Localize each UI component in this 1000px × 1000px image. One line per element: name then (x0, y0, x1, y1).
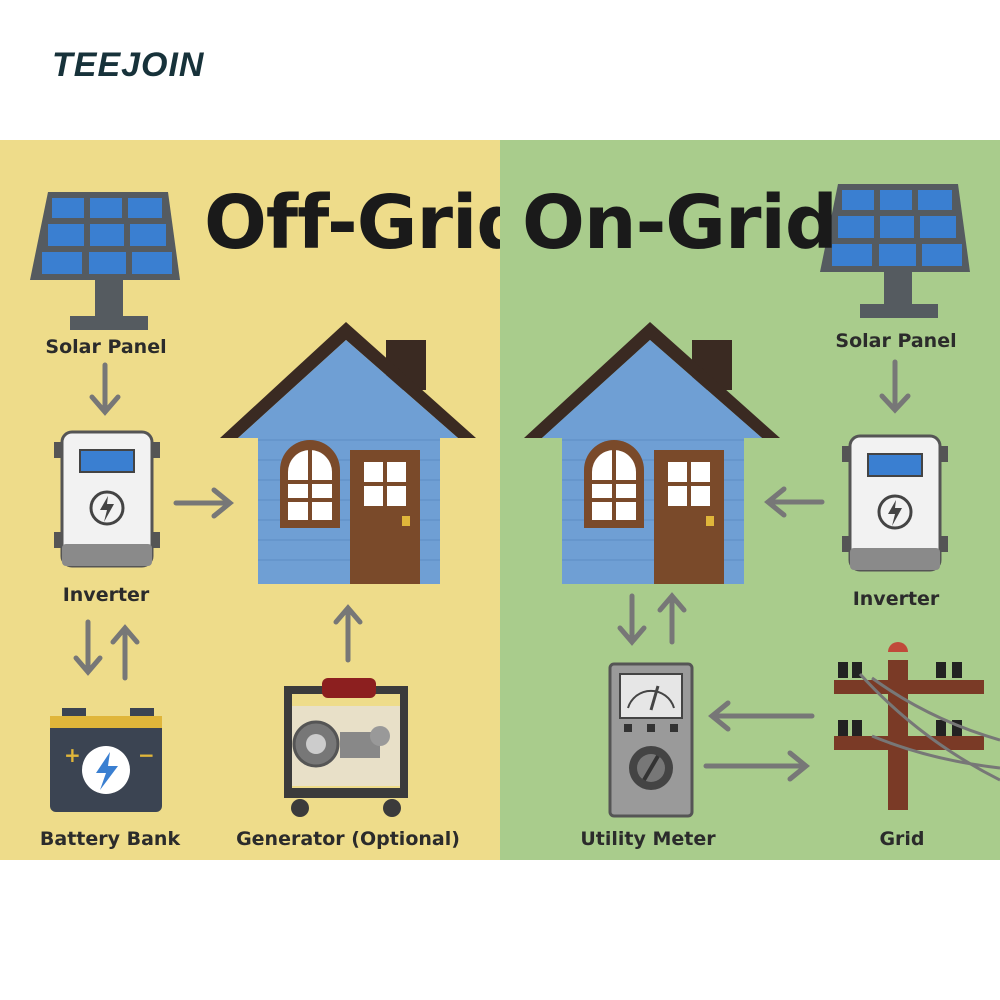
house-icon (524, 322, 780, 584)
grid-comparison-diagram: + − (0, 140, 1000, 860)
label-inverter-on: Inverter (852, 588, 940, 610)
arrow-bidirectional-icon (703, 700, 815, 782)
label-solar-panel-off: Solar Panel (45, 336, 167, 358)
off-grid-panel: + − (0, 140, 529, 860)
off-grid-graphics: + − (30, 192, 476, 817)
arrow-right-icon (173, 487, 234, 519)
utility-meter-icon (608, 662, 694, 818)
battery-icon: + − (50, 708, 162, 812)
svg-text:−: − (138, 743, 155, 767)
grid-pole-icon (834, 642, 1000, 810)
solar-panel-icon (820, 184, 970, 318)
solar-panel-icon (30, 192, 180, 330)
brand-logo: TEEJOIN (52, 44, 222, 84)
logo-text: TEEJOIN (52, 46, 205, 84)
label-generator: Generator (Optional) (236, 828, 460, 850)
label-grid: Grid (879, 828, 925, 850)
on-grid-graphics (524, 184, 1000, 818)
arrow-bidirectional-icon (73, 619, 140, 681)
off-grid-title: Off-Grid (204, 180, 529, 266)
label-utility-meter: Utility Meter (580, 828, 716, 850)
arrow-left-icon (764, 486, 825, 518)
arrow-bidirectional-icon (617, 592, 687, 646)
on-grid-title: On-Grid (522, 180, 838, 266)
house-icon (220, 322, 476, 584)
label-battery-bank: Battery Bank (39, 828, 181, 850)
logo-mark: TEEJOIN (52, 46, 205, 84)
label-inverter-off: Inverter (62, 584, 150, 606)
on-grid-panel: On-Grid Solar Panel Inverter Utility Met… (500, 140, 1000, 860)
svg-text:+: + (64, 743, 81, 767)
generator-icon (284, 678, 408, 817)
label-solar-panel-on: Solar Panel (835, 330, 957, 352)
inverter-icon (54, 430, 160, 568)
arrow-down-icon (89, 362, 121, 416)
arrow-up-icon (333, 604, 363, 663)
arrow-down-icon (879, 359, 911, 414)
inverter-icon (842, 434, 948, 572)
